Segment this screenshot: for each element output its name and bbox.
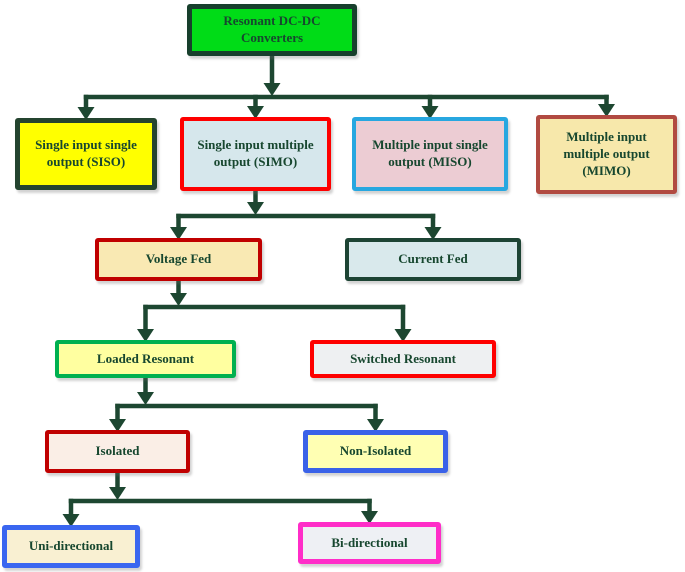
node-bi: Bi-directional	[298, 522, 441, 564]
node-isolated: Isolated	[45, 430, 190, 473]
node-uni: Uni-directional	[2, 525, 140, 568]
node-loaded: Loaded Resonant	[55, 340, 236, 378]
node-mimo: Multiple input multiple output (MIMO)	[536, 115, 677, 194]
node-voltage: Voltage Fed	[95, 238, 262, 281]
node-root: Resonant DC-DC Converters	[187, 4, 357, 56]
node-current: Current Fed	[345, 238, 521, 281]
node-switched: Switched Resonant	[310, 340, 496, 378]
node-siso: Single input single output (SISO)	[15, 118, 157, 190]
node-nonisolated: Non-Isolated	[303, 430, 448, 473]
node-miso: Multiple input single output (MISO)	[352, 117, 508, 191]
node-simo: Single input multiple output (SIMO)	[180, 117, 331, 191]
